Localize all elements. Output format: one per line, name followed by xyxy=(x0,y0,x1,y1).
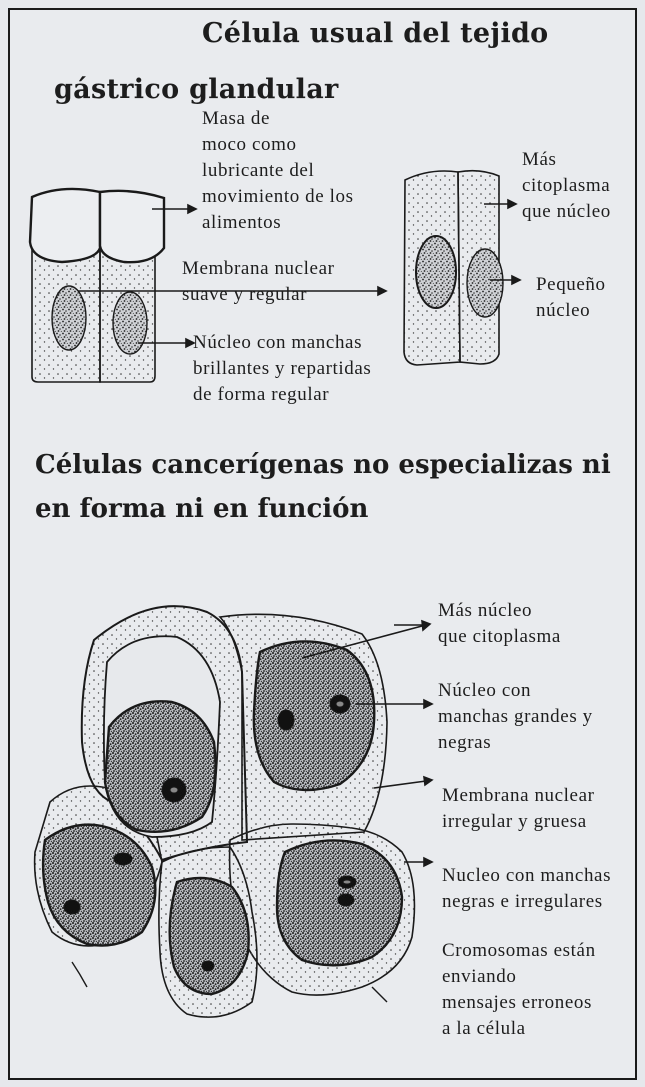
label-regular-spots: Núcleo con manchas brillantes y repartid… xyxy=(193,330,371,408)
label-more-cytoplasm: Más citoplasma que núcleo xyxy=(522,147,611,225)
label-chromosome-messages: Cromosomas están enviando mensajes erron… xyxy=(442,938,596,1042)
label-irregular-membrane: Membrana nuclear irregular y gruesa xyxy=(442,783,595,835)
label-irregular-black-spots: Nucleo con manchas negras e irregulares xyxy=(442,863,611,915)
label-more-nucleus: Más núcleo que citoplasma xyxy=(438,598,561,650)
bottom-title-line-2: en forma ni en función xyxy=(35,494,368,524)
cancer-cell-cluster xyxy=(35,606,415,1017)
cytoplasm-rich-cells xyxy=(404,171,503,365)
normal-gastric-cells xyxy=(30,189,164,382)
diagram-page: Célula usual del tejido gástrico glandul… xyxy=(8,8,637,1080)
label-big-black-spots: Núcleo con manchas grandes y negras xyxy=(438,678,593,756)
top-title-line-1: Célula usual del tejido xyxy=(202,18,549,49)
label-small-nucleus: Pequeño núcleo xyxy=(536,272,606,324)
label-smooth-membrane: Membrana nuclear suave y regular xyxy=(182,256,335,308)
label-mucus-mass: Masa de moco como lubricante del movimie… xyxy=(202,106,354,236)
top-title-line-2: gástrico glandular xyxy=(54,74,339,105)
bottom-title-line-1: Células cancerígenas no especializas ni xyxy=(35,450,611,480)
